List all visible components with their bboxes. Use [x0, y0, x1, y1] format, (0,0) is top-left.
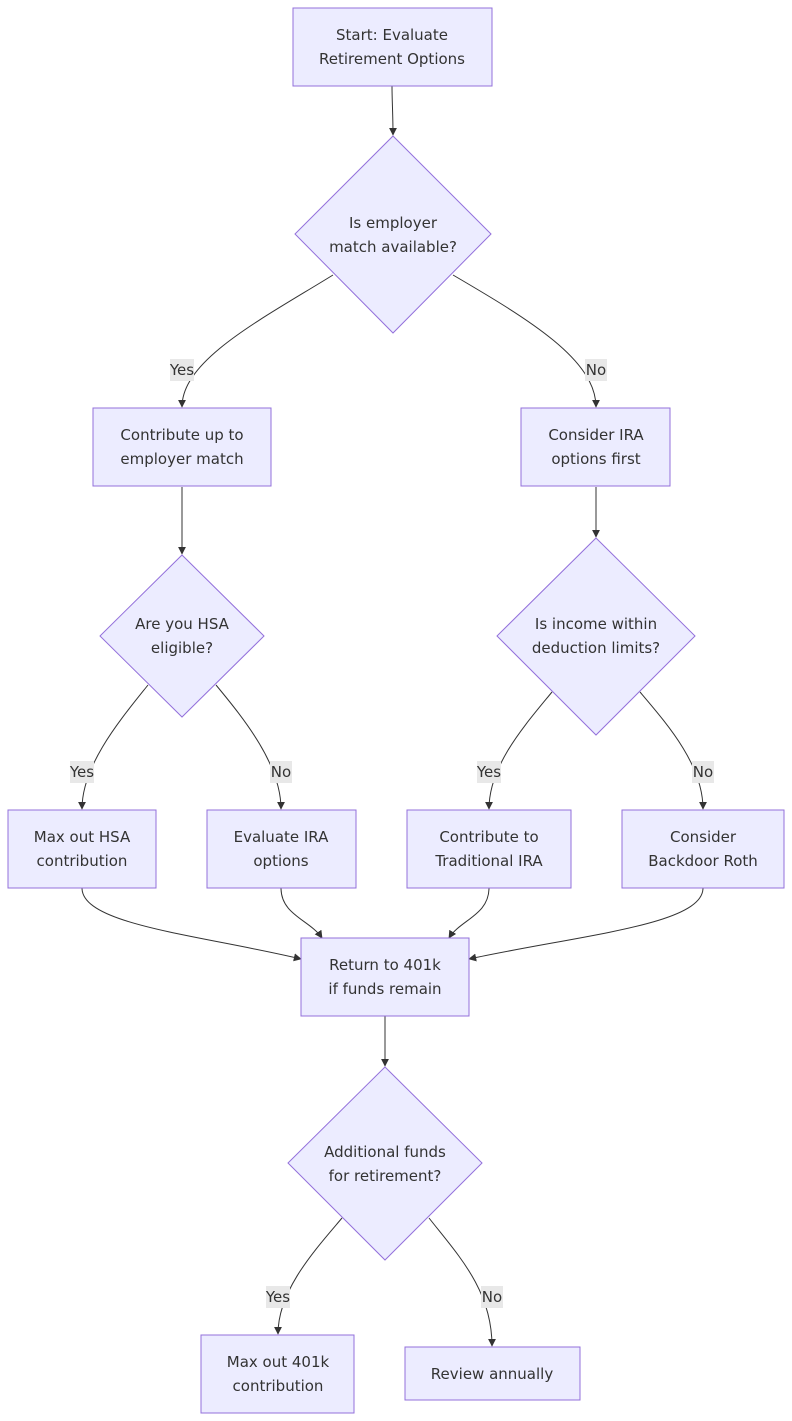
svg-text:for retirement?: for retirement? — [329, 1167, 442, 1185]
svg-text:Review annually: Review annually — [431, 1365, 554, 1383]
svg-text:Max out HSA: Max out HSA — [34, 828, 131, 846]
edge-backdoor-to-return — [468, 887, 704, 962]
edge-additional-yes — [274, 1217, 343, 1335]
svg-text:Yes: Yes — [265, 1288, 290, 1306]
svg-text:Return to 401k: Return to 401k — [329, 956, 441, 974]
svg-text:Retirement Options: Retirement Options — [319, 50, 465, 68]
edge-label-match-no: No — [585, 359, 607, 381]
svg-text:contribution: contribution — [37, 852, 128, 870]
node-backdoor-roth: Consider Backdoor Roth — [621, 809, 785, 889]
edge-evaluate-ira-to-return — [280, 887, 323, 939]
node-contribute-match: Contribute up to employer match — [92, 407, 272, 487]
decision-income-limits: Is income within deduction limits? — [496, 537, 696, 736]
svg-text:Yes: Yes — [69, 763, 94, 781]
svg-text:contribution: contribution — [233, 1377, 324, 1395]
edge-label-match-yes: Yes — [169, 359, 194, 381]
svg-text:Evaluate IRA: Evaluate IRA — [234, 828, 330, 846]
node-evaluate-ira: Evaluate IRA options — [206, 809, 357, 889]
edge-start-to-match-q — [388, 85, 397, 136]
svg-text:Traditional IRA: Traditional IRA — [434, 852, 543, 870]
edge-label-income-no: No — [692, 761, 714, 783]
edge-hsa-yes — [78, 684, 149, 810]
edge-income-yes — [485, 691, 553, 810]
node-max-hsa: Max out HSA contribution — [7, 809, 157, 889]
svg-text:if funds remain: if funds remain — [328, 980, 441, 998]
svg-text:Additional funds: Additional funds — [324, 1143, 446, 1161]
svg-text:Is employer: Is employer — [349, 214, 438, 232]
edge-match-no — [452, 274, 600, 408]
svg-text:options first: options first — [551, 450, 640, 468]
svg-text:Start: Evaluate: Start: Evaluate — [336, 26, 448, 44]
edge-match-yes — [178, 274, 334, 408]
svg-text:Yes: Yes — [169, 361, 194, 379]
decision-hsa-eligible: Are you HSA eligible? — [99, 554, 265, 718]
node-consider-ira: Consider IRA options first — [520, 407, 671, 487]
svg-text:options: options — [253, 852, 308, 870]
svg-text:Contribute to: Contribute to — [439, 828, 538, 846]
edge-hsa-no — [215, 684, 285, 810]
svg-text:Consider IRA: Consider IRA — [548, 426, 644, 444]
edge-additional-no — [428, 1217, 496, 1347]
node-return-401k: Return to 401k if funds remain — [300, 937, 470, 1017]
svg-text:deduction limits?: deduction limits? — [532, 639, 660, 657]
svg-text:Is income within: Is income within — [535, 615, 657, 633]
edge-max-hsa-to-return — [81, 887, 302, 962]
edge-label-hsa-yes: Yes — [69, 761, 94, 783]
svg-text:Contribute up to: Contribute up to — [120, 426, 243, 444]
svg-text:Backdoor Roth: Backdoor Roth — [648, 852, 758, 870]
node-max-401k: Max out 401k contribution — [200, 1334, 355, 1414]
edge-traditional-to-return — [448, 887, 490, 939]
svg-text:No: No — [586, 361, 606, 379]
node-traditional-ira: Contribute to Traditional IRA — [406, 809, 572, 889]
decision-additional-funds: Additional funds for retirement? — [287, 1066, 483, 1261]
edge-label-additional-yes: Yes — [265, 1286, 290, 1308]
edge-income-no — [639, 691, 707, 810]
svg-text:No: No — [271, 763, 291, 781]
svg-text:Yes: Yes — [476, 763, 501, 781]
svg-text:No: No — [482, 1288, 502, 1306]
edge-label-additional-no: No — [481, 1286, 503, 1308]
svg-text:eligible?: eligible? — [151, 639, 213, 657]
node-start: Start: Evaluate Retirement Options — [292, 7, 493, 87]
svg-text:Are you HSA: Are you HSA — [135, 615, 230, 633]
svg-text:Consider: Consider — [670, 828, 737, 846]
edge-label-hsa-no: No — [270, 761, 292, 783]
svg-text:match available?: match available? — [329, 238, 457, 256]
svg-text:Max out 401k: Max out 401k — [227, 1353, 330, 1371]
edge-label-income-yes: Yes — [476, 761, 501, 783]
node-review-annually: Review annually — [404, 1346, 581, 1401]
svg-text:employer match: employer match — [120, 450, 243, 468]
edges — [78, 85, 707, 1347]
svg-text:No: No — [693, 763, 713, 781]
decision-employer-match: Is employer match available? — [294, 135, 492, 334]
